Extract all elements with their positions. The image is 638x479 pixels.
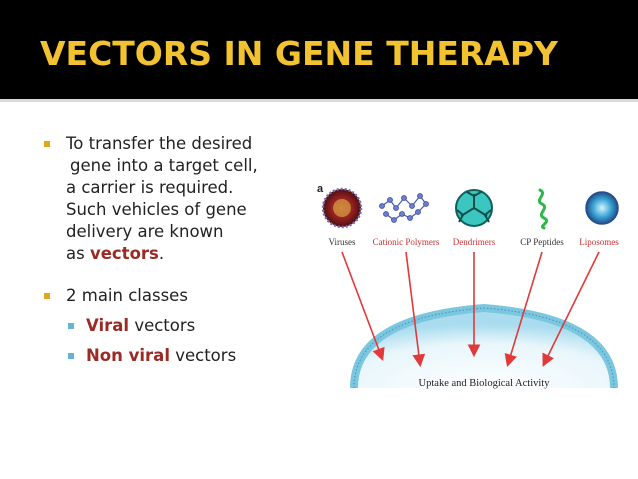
label-cp-peptides: CP Peptides <box>520 237 564 247</box>
sub-bullet-text: vectors <box>169 346 237 365</box>
highlight-non-viral: Non viral <box>86 346 170 365</box>
bullet-text: as <box>66 244 90 263</box>
bullet-list: To transfer the desired gene into a targ… <box>44 133 304 367</box>
sub-bullet-marker <box>68 353 74 359</box>
liposome-icon <box>585 191 619 225</box>
bullet-item-definition: To transfer the desired gene into a targ… <box>44 133 304 265</box>
bullet-line: Such vehicles of gene <box>66 200 247 219</box>
sub-bullet-nonviral: Non viral vectors <box>44 345 304 367</box>
bullet-item-classes: 2 main classes <box>44 285 304 307</box>
sub-bullet-marker <box>68 323 74 329</box>
title-bar: VECTORS IN GENE THERAPY <box>0 0 638 102</box>
cationic-polymer-icon <box>379 193 429 223</box>
figure-caption: Uptake and Biological Activity <box>419 378 551 389</box>
sub-bullet-text: vectors <box>129 316 196 335</box>
uptake-arrows <box>341 251 600 368</box>
cell-membrane <box>350 303 618 389</box>
bullet-line: gene into a target cell, <box>70 156 258 175</box>
highlight-vectors: vectors <box>89 244 159 263</box>
panel-letter: a <box>317 183 324 195</box>
label-viruses: Viruses <box>329 237 356 247</box>
highlight-viral: Viral <box>86 316 130 335</box>
bullet-line-last: as vectors. <box>66 243 304 265</box>
sub-bullet-viral: Viral vectors <box>44 315 304 337</box>
bullet-line: To transfer the desired <box>66 134 253 153</box>
cp-peptide-icon <box>537 188 549 230</box>
virus-icon <box>321 187 363 229</box>
bullet-marker <box>44 141 50 147</box>
bullet-text: 2 main classes <box>66 286 188 305</box>
vector-diagram: a Viruses Cationic Polymers Dendrimers C… <box>317 183 619 389</box>
label-dendrimers: Dendrimers <box>453 237 496 247</box>
bullet-line: a carrier is required. <box>66 178 234 197</box>
slide-title: VECTORS IN GENE THERAPY <box>40 34 558 73</box>
label-liposomes: Liposomes <box>579 237 619 247</box>
label-cationic-polymers: Cationic Polymers <box>373 237 440 247</box>
bullet-marker <box>44 293 50 299</box>
bullet-line: delivery are known <box>66 222 224 241</box>
dendrimer-icon <box>455 189 493 227</box>
bullet-text: . <box>158 244 165 263</box>
